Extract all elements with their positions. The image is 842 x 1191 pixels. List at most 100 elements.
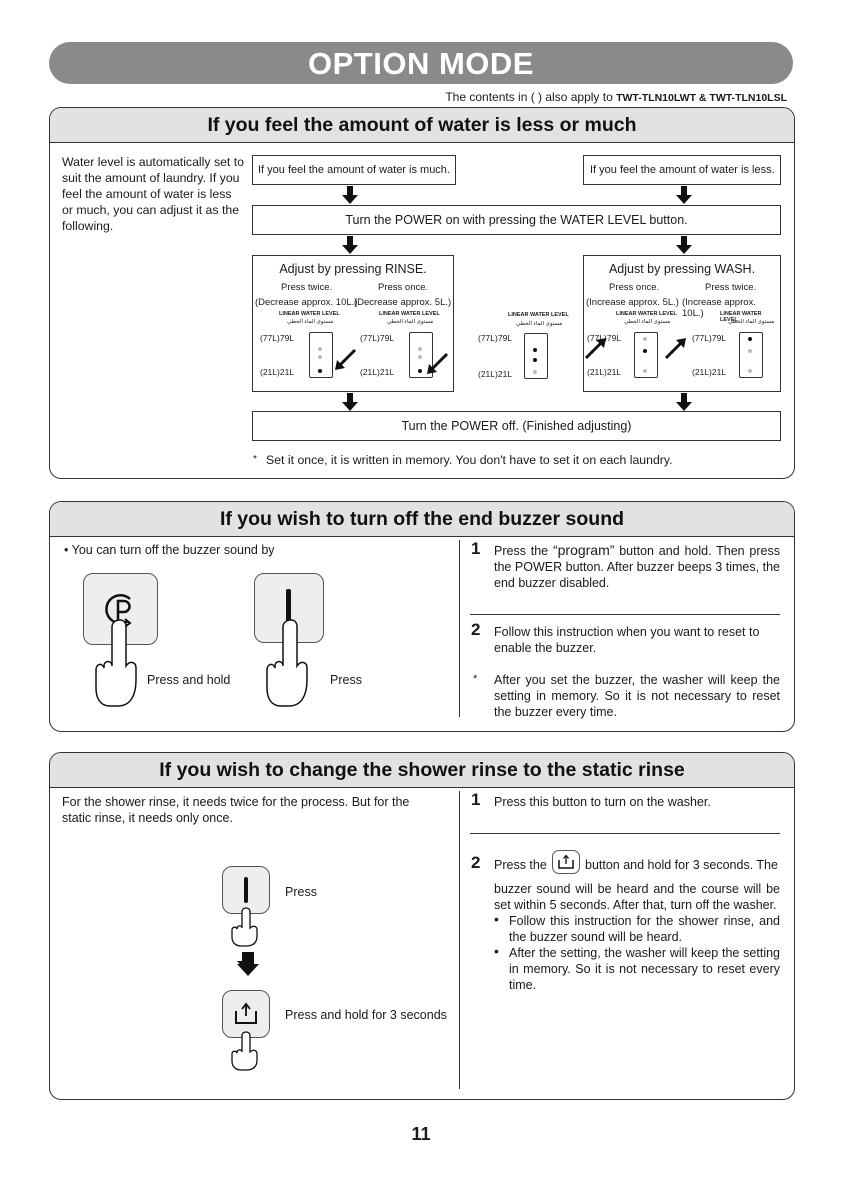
- section-title: If you feel the amount of water is less …: [50, 108, 794, 143]
- press-hold-label: Press and hold: [147, 673, 231, 687]
- buzzer-section: If you wish to turn off the end buzzer s…: [49, 501, 795, 732]
- hand-pointer-icon: [266, 619, 308, 707]
- down-arrow: [676, 236, 692, 254]
- page-number: 11: [411, 1124, 431, 1144]
- power-button[interactable]: [222, 866, 270, 914]
- step-number: 2: [471, 853, 481, 872]
- wash-col2: Press twice.: [705, 282, 757, 293]
- column-divider: [459, 791, 460, 1089]
- rinse-col1: Press twice.: [281, 282, 333, 293]
- press-label: Press: [330, 673, 362, 687]
- water-level-intro: Water level is automatically set to suit…: [62, 155, 245, 233]
- step-number: 2: [471, 620, 481, 639]
- power-icon: [244, 877, 248, 903]
- top-level: (77L)79L: [587, 333, 622, 343]
- power-on-box: Turn the POWER on with pressing the WATE…: [252, 205, 781, 235]
- model-note-text: The contents in ( ) also apply to: [445, 90, 613, 104]
- rinse-bullet1: Follow this instruction for the shower r…: [509, 914, 780, 944]
- buzzer-step2: Follow this instruction when you want to…: [494, 625, 760, 655]
- shower-rinse-button[interactable]: [222, 990, 270, 1038]
- hand-pointer-icon: [231, 907, 258, 947]
- buzzer-step1: Press the “program” button and hold. The…: [494, 542, 780, 591]
- buzzer-note: After you set the buzzer, the washer wil…: [494, 673, 780, 719]
- buzzer-bullet-text: You can turn off the buzzer sound by: [71, 543, 275, 557]
- rinse-col2-sub: (Decrease approx. 5L.): [354, 297, 452, 308]
- rinse-adjust-box: Adjust by pressing RINSE. Press twice. P…: [252, 255, 454, 392]
- bullet-dot: •: [494, 943, 499, 959]
- bullet-dot: •: [494, 911, 499, 927]
- rinse-bullet2: After the setting, the washer will keep …: [509, 946, 780, 992]
- step-number: 1: [471, 790, 481, 809]
- rinse-col2: Press once.: [378, 282, 429, 293]
- memo-star: *: [253, 454, 257, 465]
- level-arabic: مستوى الماء الخطي: [387, 319, 434, 325]
- top-level: (77L)79L: [478, 333, 513, 343]
- rinse-inline-button: [552, 850, 580, 874]
- top-level: (77L)79L: [692, 333, 727, 343]
- step-number: 1: [471, 539, 481, 558]
- level-label: LINEAR WATER LEVEL: [379, 311, 440, 317]
- section-title: If you wish to turn off the end buzzer s…: [50, 502, 794, 537]
- static-rinse-intro: For the shower rinse, it needs twice for…: [62, 795, 410, 825]
- rinse-icon: [558, 854, 574, 869]
- wash-col1: Press once.: [609, 282, 660, 293]
- pointer-arrow-icon: [664, 338, 686, 360]
- buzzer-bullet: • You can turn off the buzzer sound by: [64, 543, 275, 557]
- divider-line: [470, 833, 780, 834]
- wash-title: Adjust by pressing WASH.: [608, 262, 756, 276]
- bottom-level: (21L)21L: [692, 367, 727, 377]
- hand-pointer-icon: [95, 619, 137, 707]
- press-label: Press: [285, 885, 317, 899]
- down-arrow: [342, 186, 358, 204]
- top-level: (77L)79L: [360, 333, 395, 343]
- model-names: TWT-TLN10LWT & TWT-TLN10LSL: [616, 92, 787, 104]
- level-panel: [309, 332, 333, 378]
- level-arabic: مستوى الماء الخطي: [287, 319, 334, 325]
- level-label: LINEAR WATER LEVEL: [508, 312, 569, 318]
- bottom-level: (21L)21L: [360, 367, 395, 377]
- model-note: The contents in ( ) also apply to TWT-TL…: [445, 90, 787, 104]
- level-panel: [739, 332, 763, 378]
- level-label: LINEAR WATER LEVEL: [720, 311, 762, 323]
- box-much: If you feel the amount of water is much.: [252, 155, 456, 185]
- wash-adjust-box: Adjust by pressing WASH. Press once. Pre…: [583, 255, 781, 392]
- power-off-box: Turn the POWER off. (Finished adjusting): [252, 411, 781, 441]
- top-level: (77L)79L: [260, 333, 295, 343]
- hand-pointer-icon: [231, 1031, 258, 1071]
- level-panel: [634, 332, 658, 378]
- static-rinse-section: If you wish to change the shower rinse t…: [49, 752, 795, 1100]
- level-label: LINEAR WATER LEVEL: [616, 311, 677, 317]
- wash-col1-sub: (Increase approx. 5L.): [586, 297, 679, 308]
- power-icon: [286, 589, 291, 627]
- rinse-step1: Press this button to turn on the washer.: [494, 795, 711, 809]
- page-title-banner: OPTION MODE: [49, 42, 793, 84]
- pointer-arrow-icon: [335, 348, 357, 370]
- memory-note: Set it once, it is written in memory. Yo…: [266, 453, 673, 467]
- rinse-title: Adjust by pressing RINSE.: [279, 262, 427, 276]
- down-arrow: [676, 393, 692, 411]
- section-title: If you wish to change the shower rinse t…: [50, 753, 794, 788]
- down-arrow: [676, 186, 692, 204]
- level-arabic: مستوى الماء الخطي: [624, 319, 671, 325]
- down-arrow: [342, 393, 358, 411]
- down-arrow: [237, 952, 254, 970]
- bottom-level: (21L)21L: [587, 367, 622, 377]
- note-star: *: [473, 673, 478, 685]
- rinse-col1-sub: (Decrease approx. 10L.): [255, 297, 358, 308]
- bottom-level: (21L)21L: [260, 367, 295, 377]
- bottom-level: (21L)21L: [478, 369, 513, 379]
- down-arrow: [342, 236, 358, 254]
- pointer-arrow-icon: [584, 338, 606, 360]
- level-label: LINEAR WATER LEVEL: [279, 311, 340, 317]
- box-less: If you feel the amount of water is less.: [583, 155, 781, 185]
- level-arabic: مستوى الماء الخطي: [516, 321, 563, 327]
- rinse-step2-c: buzzer sound will be heard and the cours…: [494, 882, 780, 912]
- rinse-step2-b: button and hold for 3 seconds. The: [585, 858, 778, 872]
- down-arrow-head: [237, 964, 259, 976]
- rinse-step2-a: Press the: [494, 858, 547, 872]
- level-arabic: مستوى الماء الخطي: [728, 319, 775, 325]
- wash-col2-sub: (Increase approx. 10L.): [682, 297, 756, 319]
- step-text: button and hold. Then press the POWER bu…: [494, 544, 780, 590]
- step-text: Press the: [494, 544, 549, 558]
- press-hold3-label: Press and hold for 3 seconds: [285, 1008, 447, 1022]
